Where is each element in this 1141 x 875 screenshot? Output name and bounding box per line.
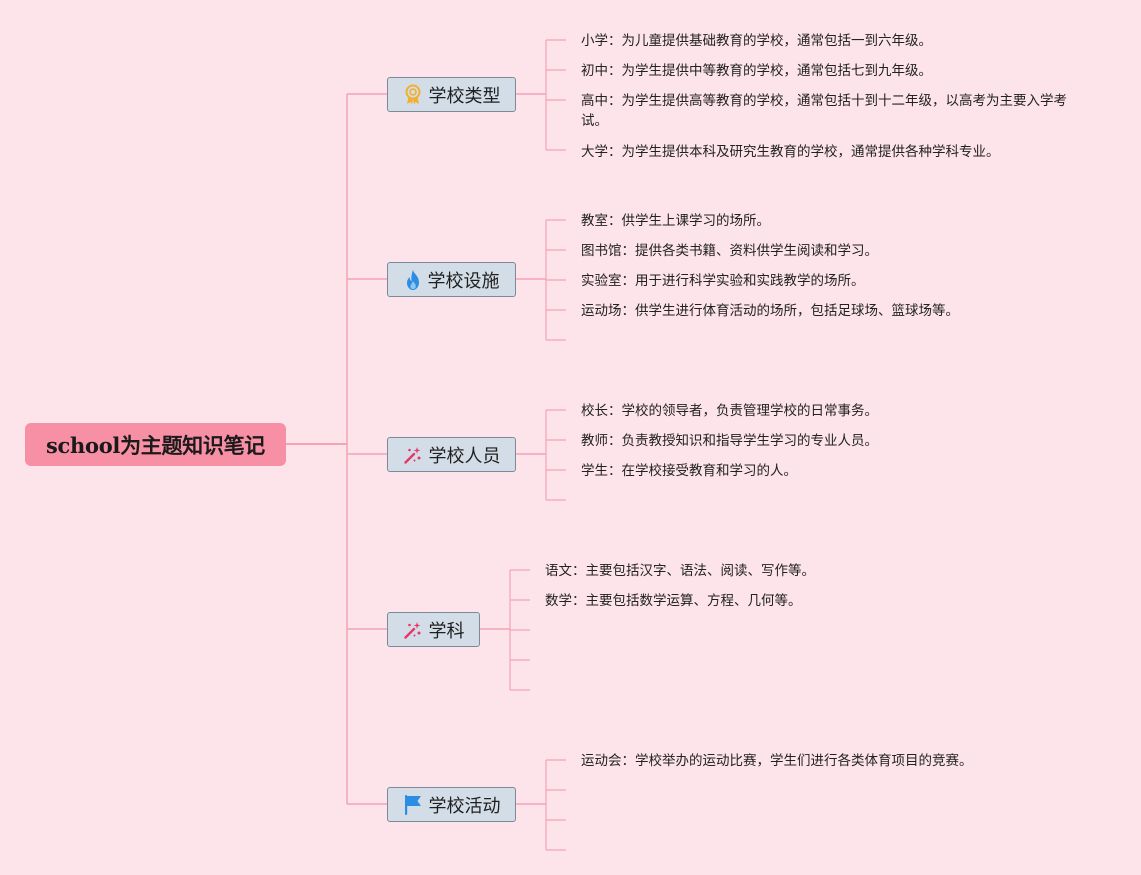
branch-label: 学科 bbox=[428, 620, 465, 642]
leaf-item[interactable]: 数学：主要包括数学运算、方程、几何等。 bbox=[545, 593, 802, 609]
branch-label: 学校人员 bbox=[428, 445, 501, 467]
branch-school-facilities[interactable]: 学校设施 bbox=[387, 262, 516, 297]
branch-subjects[interactable]: 学科 bbox=[387, 612, 480, 647]
leaf-item[interactable]: 校长：学校的领导者，负责管理学校的日常事务。 bbox=[581, 403, 878, 419]
leaf-item[interactable]: 实验室：用于进行科学实验和实践教学的场所。 bbox=[581, 273, 865, 289]
branch-school-types[interactable]: 学校类型 bbox=[387, 77, 516, 112]
leaf-item[interactable]: 学生：在学校接受教育和学习的人。 bbox=[581, 463, 797, 479]
fire-icon bbox=[404, 269, 422, 291]
leaf-item[interactable]: 教师：负责教授知识和指导学生学习的专业人员。 bbox=[581, 433, 878, 449]
leaf-item[interactable]: 初中：为学生提供中等教育的学校，通常包括七到九年级。 bbox=[581, 63, 932, 79]
leaf-item[interactable]: 教室：供学生上课学习的场所。 bbox=[581, 213, 770, 229]
magic-wand-icon bbox=[403, 445, 423, 465]
root-topic[interactable]: school为主题知识笔记 bbox=[25, 423, 286, 466]
leaf-item[interactable]: 小学：为儿童提供基础教育的学校，通常包括一到六年级。 bbox=[581, 33, 932, 49]
magic-wand-icon bbox=[403, 620, 423, 640]
leaf-item[interactable]: 大学：为学生提供本科及研究生教育的学校，通常提供各种学科专业。 bbox=[581, 144, 1000, 160]
flag-icon bbox=[403, 794, 423, 816]
branch-school-activities[interactable]: 学校活动 bbox=[387, 787, 516, 822]
branch-school-staff[interactable]: 学校人员 bbox=[387, 437, 516, 472]
leaf-item[interactable]: 图书馆：提供各类书籍、资料供学生阅读和学习。 bbox=[581, 243, 878, 259]
leaf-item[interactable]: 语文：主要包括汉字、语法、阅读、写作等。 bbox=[545, 563, 815, 579]
branch-label: 学校活动 bbox=[428, 795, 501, 817]
leaf-item[interactable]: 高中：为学生提供高等教育的学校，通常包括十到十二年级，以高考为主要入学考试。 bbox=[581, 93, 1067, 129]
root-title: school为主题知识笔记 bbox=[46, 432, 265, 458]
leaf-item[interactable]: 运动会：学校举办的运动比赛，学生们进行各类体育项目的竞赛。 bbox=[581, 753, 973, 769]
branch-label: 学校类型 bbox=[428, 85, 501, 107]
branch-label: 学校设施 bbox=[427, 270, 500, 292]
leaf-item[interactable]: 运动场：供学生进行体育活动的场所，包括足球场、篮球场等。 bbox=[581, 303, 959, 319]
ribbon-badge-icon bbox=[403, 84, 423, 106]
